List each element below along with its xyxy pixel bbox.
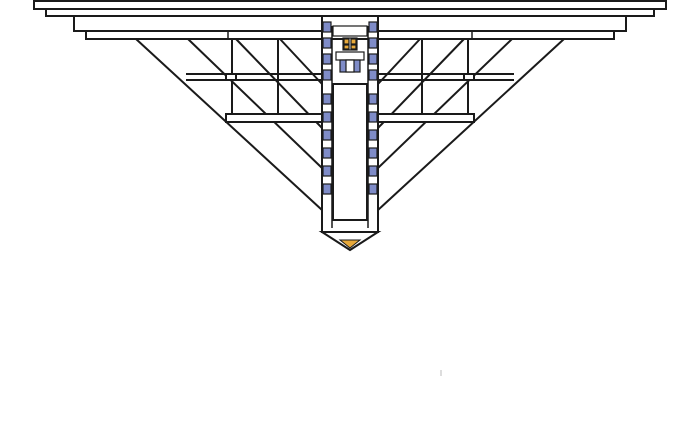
central-pendant	[318, 15, 382, 252]
clear-glass-panel	[332, 83, 368, 221]
top-ornament	[332, 25, 368, 73]
left-wing	[135, 38, 323, 211]
right-wing	[377, 38, 565, 211]
blue-glass-left-strip	[322, 21, 332, 195]
blue-glass-right-strip	[368, 21, 378, 195]
amber-tip-glass	[338, 239, 362, 249]
